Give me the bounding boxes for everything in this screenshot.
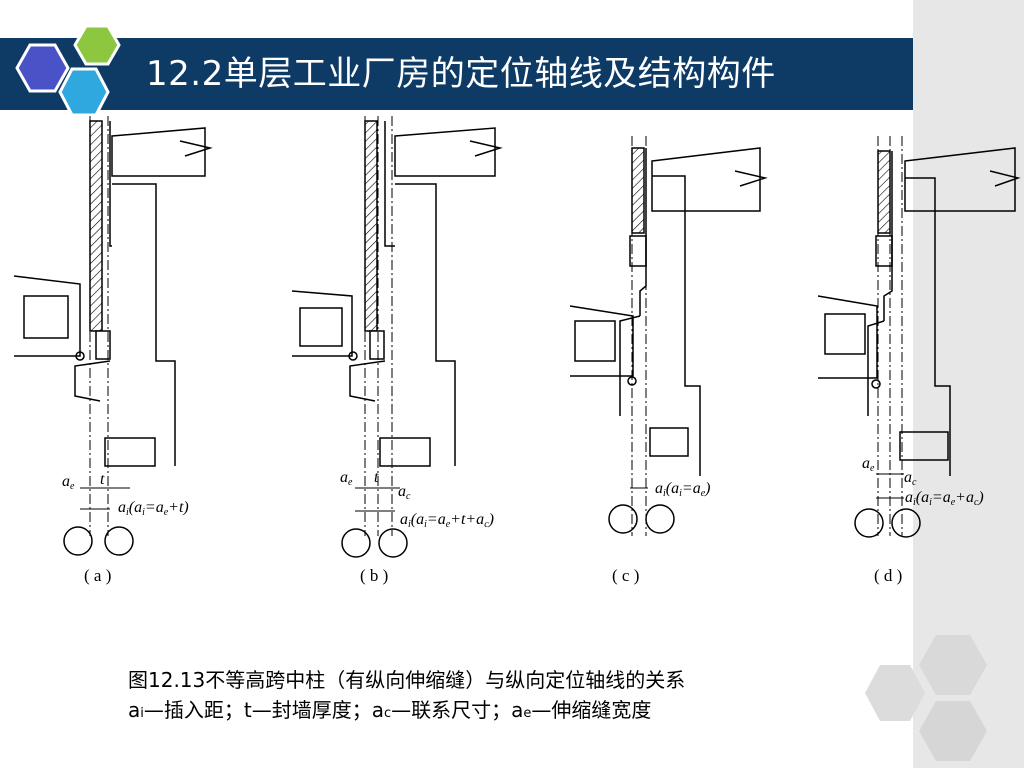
deco-hex-3 — [919, 701, 987, 761]
panel-a-t: t — [100, 471, 105, 488]
panel-d-label: ( d ) — [874, 566, 902, 585]
deco-hex-1 — [919, 635, 987, 695]
panel-c-formula: ai(ai=ae) — [655, 480, 710, 499]
panel-a-ae: ae — [62, 473, 75, 492]
panel-b-label: ( b ) — [360, 566, 388, 585]
panel-d-ac: ac — [904, 469, 917, 488]
engineering-figure: ae t ai(ai=ae+t) ( a ) ae t ac ai(ai=ae+… — [13, 116, 1021, 585]
panel-d-formula: ai(ai=ae+ac) — [905, 489, 984, 508]
panel-b-ac: ac — [398, 483, 411, 502]
panel-a — [13, 116, 213, 556]
caption-line-1: 图12.13不等高跨中柱（有纵向伸缩缝）与纵向定位轴线的关系 — [128, 668, 686, 692]
decorative-hexagons — [865, 635, 987, 761]
logo-hex-cyan — [58, 67, 110, 117]
panel-d — [817, 136, 1021, 538]
deco-hex-2 — [865, 665, 925, 721]
logo-hex-green — [73, 24, 121, 66]
panel-a-formula: ai(ai=ae+t) — [118, 499, 189, 518]
panel-d-ae: ae — [862, 455, 875, 474]
panel-c-label: ( c ) — [612, 566, 639, 585]
logo-hexagons — [15, 24, 121, 117]
slide-title: 12.2单层工业厂房的定位轴线及结构构件 — [146, 54, 776, 94]
panel-b-ae: ae — [340, 469, 353, 488]
logo-hex-blue — [15, 43, 70, 93]
title-bar — [0, 38, 913, 110]
panel-a-label: ( a ) — [84, 566, 111, 585]
panel-b — [291, 116, 503, 558]
panel-b-t: t — [374, 469, 379, 486]
figure-caption: 图12.13不等高跨中柱（有纵向伸缩缝）与纵向定位轴线的关系 ai—插入距；t—… — [128, 665, 848, 729]
panel-b-formula: ai(ai=ae+t+ac) — [400, 511, 494, 530]
caption-line-2: ai—插入距；t—封墙厚度；ac—联系尺寸；ae—伸缩缝宽度 — [128, 698, 652, 722]
panel-c — [569, 136, 768, 536]
